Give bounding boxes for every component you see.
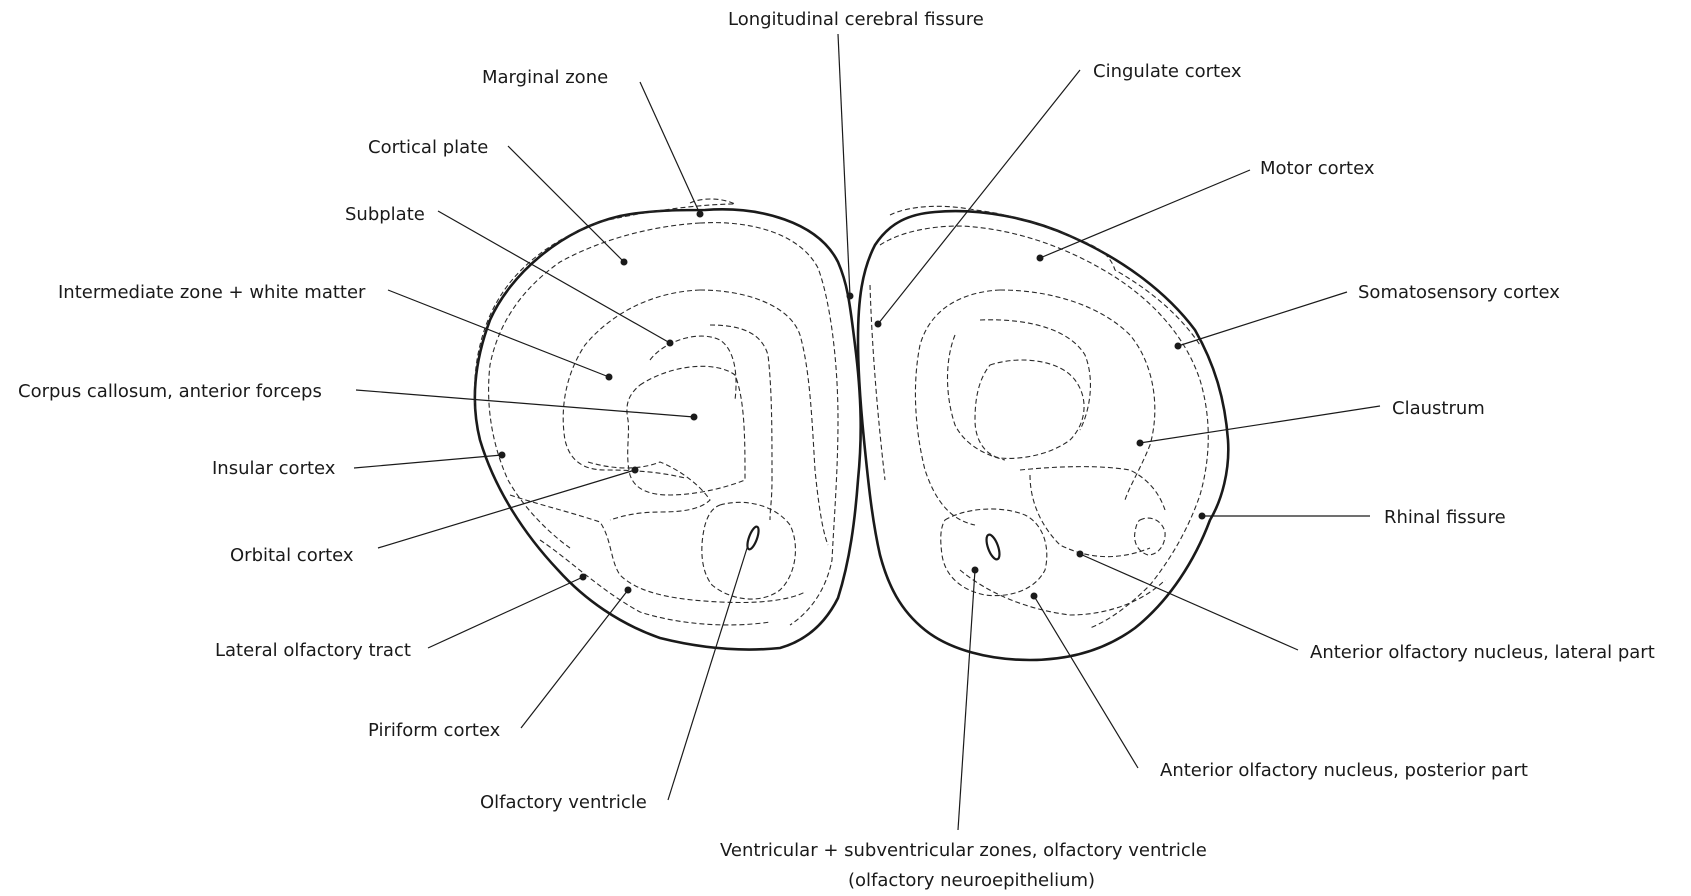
right-olfactory-ventricle-shape bbox=[984, 533, 1002, 561]
right-intermediate-outer bbox=[980, 320, 1090, 430]
right-insular-boundary bbox=[1020, 467, 1165, 510]
label-rhinal-fissure: Rhinal fissure bbox=[1384, 507, 1506, 528]
right-callosum-outline bbox=[975, 360, 1084, 458]
left-intermediate-zone bbox=[710, 325, 772, 520]
label-lateral-olfactory-tract: Lateral olfactory tract bbox=[215, 640, 411, 661]
left-ventricle-region bbox=[702, 502, 796, 599]
left-intermediate-inner bbox=[650, 336, 736, 400]
left-piriform-boundary bbox=[540, 540, 770, 625]
label-marginal-zone: Marginal zone bbox=[482, 67, 608, 88]
right-orbital-boundary bbox=[1030, 475, 1150, 557]
label-aon-posterior: Anterior olfactory nucleus, posterior pa… bbox=[1160, 760, 1528, 781]
left-hemisphere-outline bbox=[475, 209, 861, 649]
left-marginal-zone-outline bbox=[474, 199, 735, 410]
right-subplate bbox=[1000, 290, 1155, 500]
label-intermediate-zone: Intermediate zone + white matter bbox=[58, 282, 366, 303]
label-aon-lateral: Anterior olfactory nucleus, lateral part bbox=[1310, 642, 1655, 663]
label-cortical-plate: Cortical plate bbox=[368, 137, 488, 158]
left-orbital-boundary bbox=[510, 495, 805, 603]
label-cingulate-cortex: Cingulate cortex bbox=[1093, 61, 1242, 82]
right-subplate-outer bbox=[915, 290, 1000, 525]
left-cortical-plate-boundary bbox=[700, 223, 838, 625]
left-insular-boundary bbox=[588, 462, 710, 520]
label-insular-cortex: Insular cortex bbox=[212, 458, 336, 479]
label-somatosensory-cortex: Somatosensory cortex bbox=[1358, 282, 1560, 303]
label-orbital-cortex: Orbital cortex bbox=[230, 545, 354, 566]
left-subplate-outer bbox=[563, 290, 700, 478]
right-hemisphere bbox=[858, 206, 1228, 660]
label-subplate: Subplate bbox=[345, 204, 425, 225]
right-small-nucleus bbox=[1135, 518, 1166, 555]
labels: Longitudinal cerebral fissure Marginal z… bbox=[18, 9, 1655, 891]
right-cortical-plate-inner bbox=[870, 285, 885, 480]
label-ventricular-zones-line1: Ventricular + subventricular zones, olfa… bbox=[720, 840, 1207, 861]
right-cortical-plate-outer bbox=[880, 226, 1208, 628]
label-ventricular-zones-line2: (olfactory neuroepithelium) bbox=[848, 870, 1095, 891]
left-hemisphere bbox=[474, 199, 860, 650]
left-cortical-plate-outer bbox=[489, 223, 700, 548]
label-corpus-callosum: Corpus callosum, anterior forceps bbox=[18, 381, 322, 402]
label-piriform-cortex: Piriform cortex bbox=[368, 720, 501, 741]
left-callosum-outline bbox=[627, 366, 745, 495]
right-ventricle-region bbox=[941, 509, 1047, 596]
right-piriform-boundary bbox=[960, 570, 1165, 615]
label-claustrum: Claustrum bbox=[1392, 398, 1485, 419]
label-longitudinal-cerebral-fissure: Longitudinal cerebral fissure bbox=[728, 9, 984, 30]
label-motor-cortex: Motor cortex bbox=[1260, 158, 1375, 179]
right-intermediate-mid bbox=[948, 335, 1006, 460]
label-olfactory-ventricle: Olfactory ventricle bbox=[480, 792, 647, 813]
